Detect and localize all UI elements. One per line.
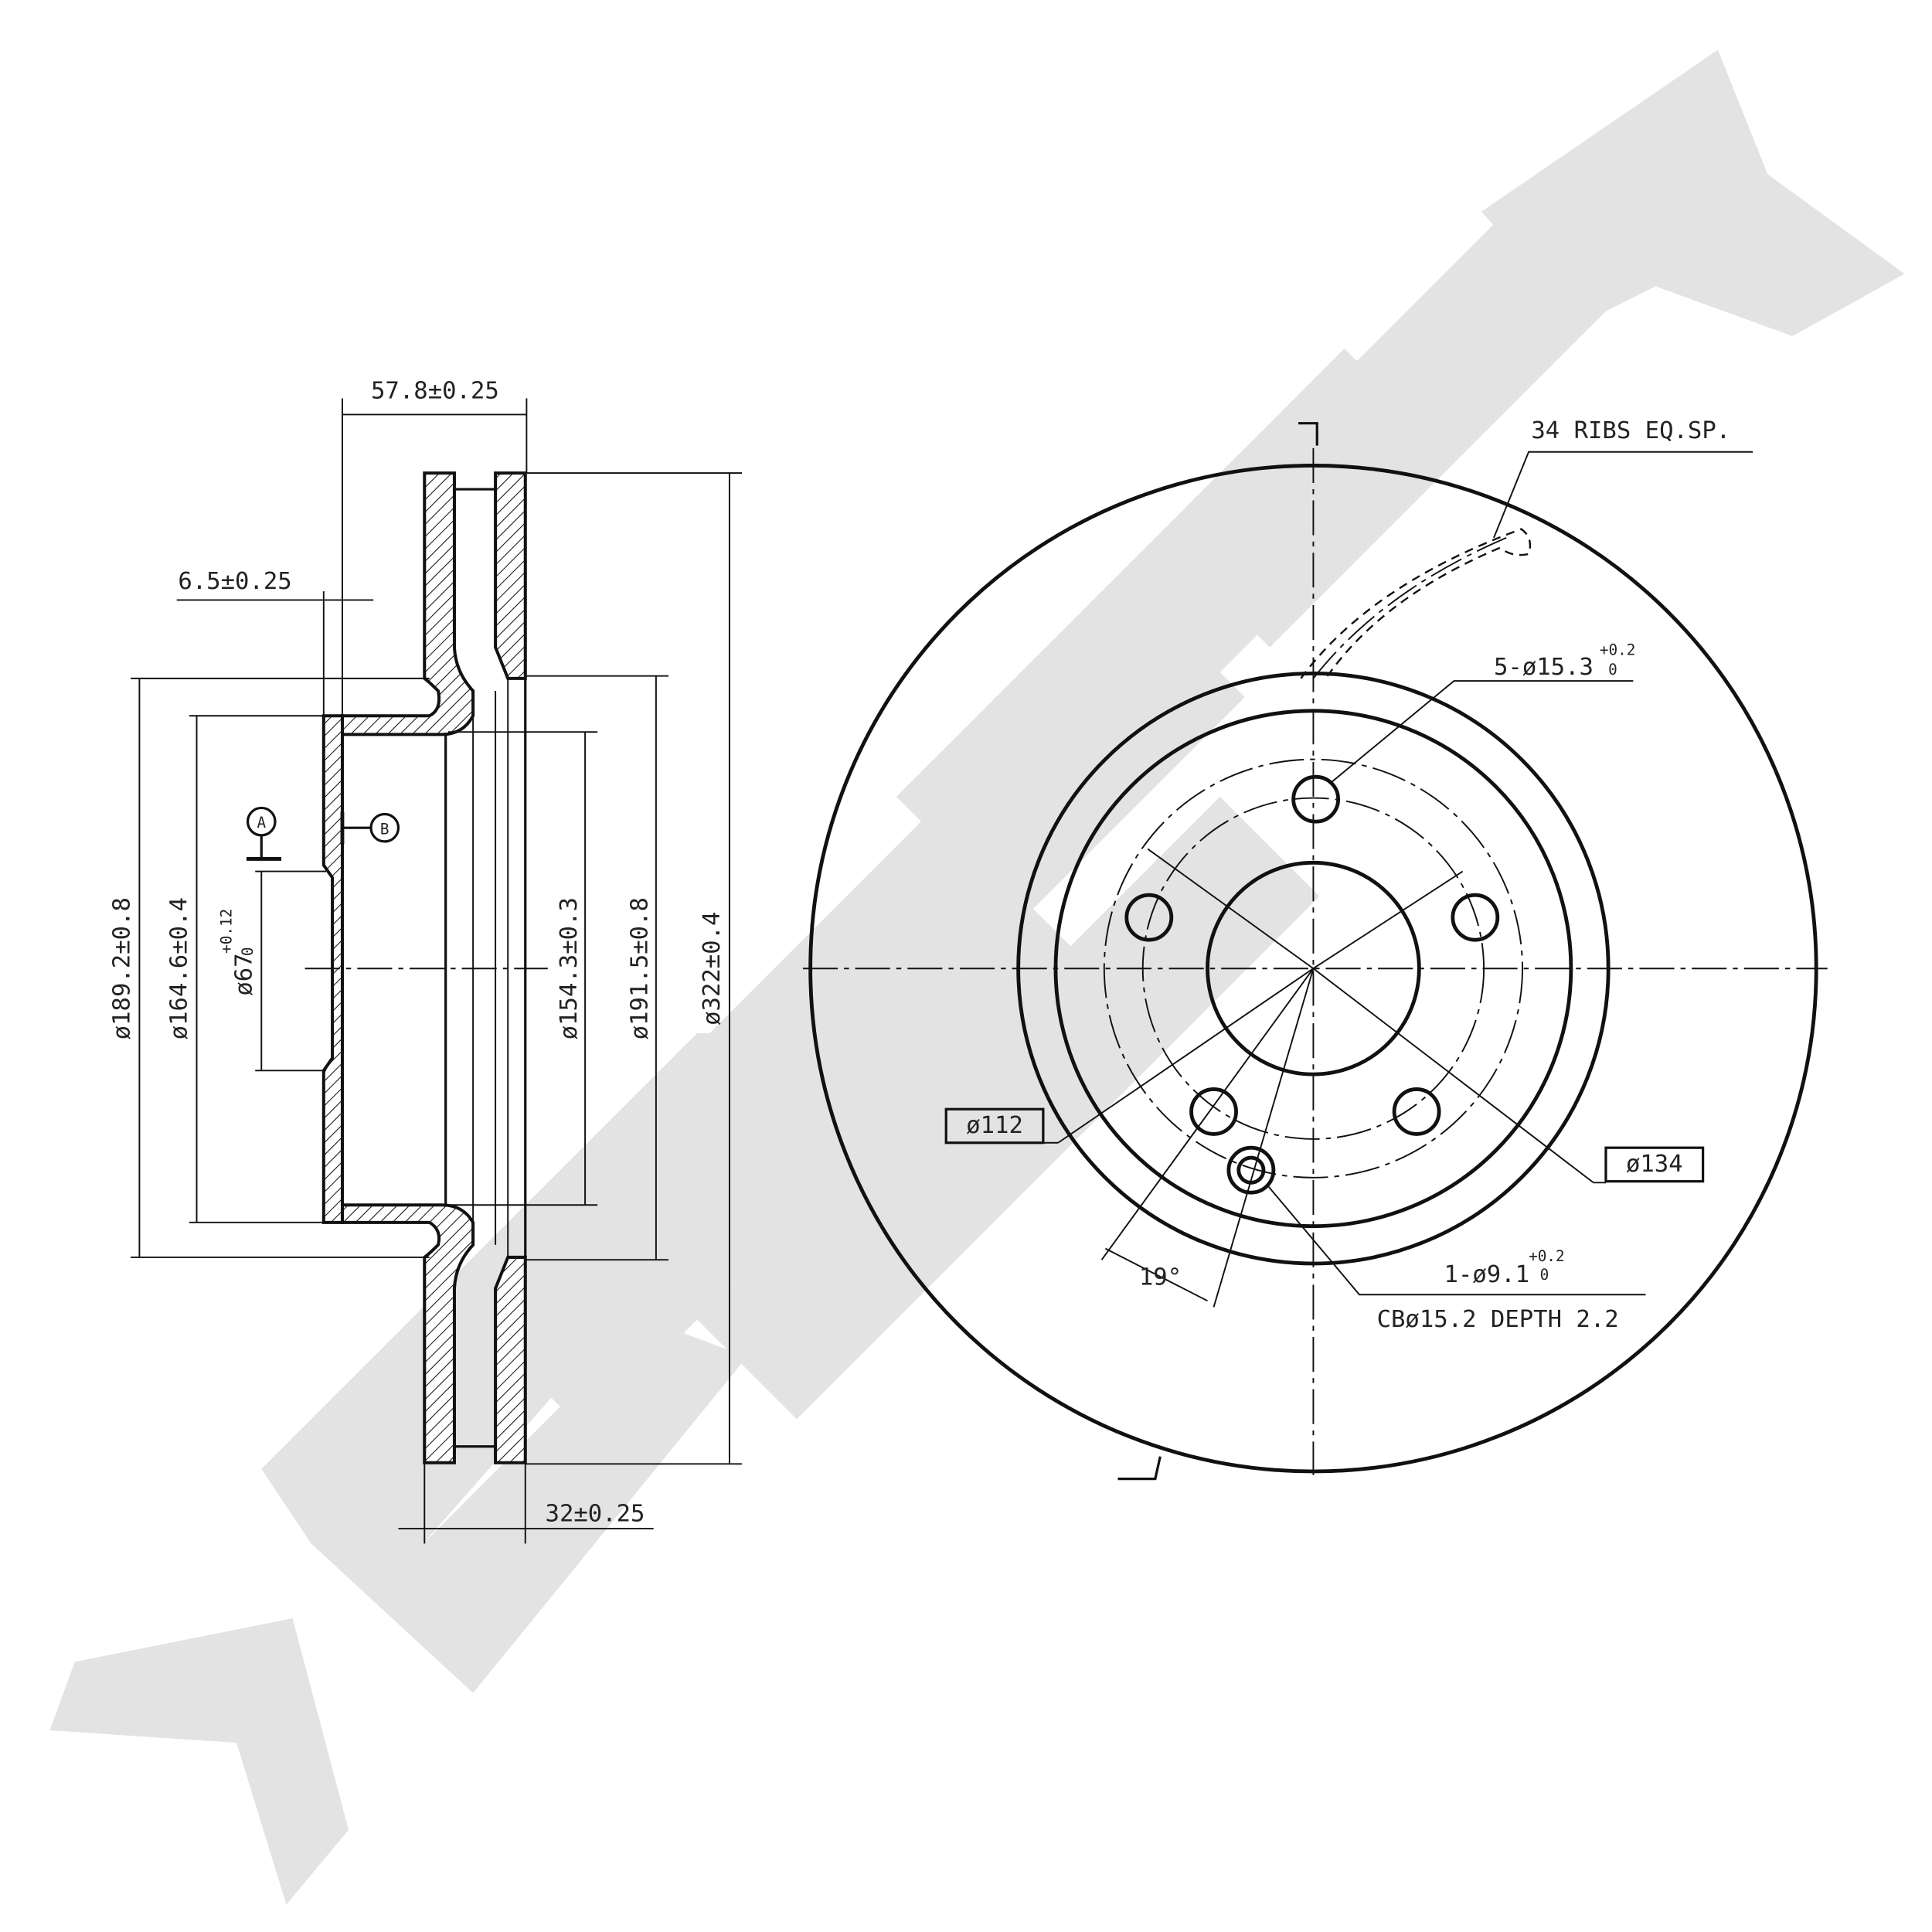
dim-d154: ø154.3±0.3 (556, 897, 583, 1039)
bolt-tol-lower: 0 (1608, 661, 1617, 679)
bolt-holes-label: 5-ø15.3 (1494, 654, 1594, 681)
dim-d164: ø164.6±0.4 (166, 897, 193, 1039)
dim-d67-tol-lower: 0 (239, 947, 257, 956)
dim-overall-height: 57.8±0.25 (371, 377, 499, 404)
datum-a-label: A (257, 814, 266, 832)
bolt-tol-upper: +0.2 (1600, 641, 1636, 658)
pin-tol-upper: +0.2 (1529, 1247, 1565, 1265)
pcd-134-label: ø134 (1626, 1151, 1683, 1178)
dim-d322: ø322±0.4 (699, 912, 726, 1026)
dim-d67-tol-upper: +0.12 (218, 909, 236, 954)
counterbore-label: CBø15.2 DEPTH 2.2 (1377, 1306, 1619, 1333)
datum-b-label: B (380, 820, 389, 838)
section-view: 57.8±0.25 6.5±0.25 32±0.25 ø189.2±0.8 ø1… (109, 377, 743, 1544)
front-view: 34 RIBS EQ.SP. 5-ø15.3 +0.2 0 ø112 ø134 … (802, 417, 1828, 1481)
dim-d191: ø191.5±0.8 (627, 897, 654, 1039)
pin-tol-lower: 0 (1540, 1266, 1549, 1284)
pin-hole-label: 1-ø9.1 (1444, 1261, 1530, 1288)
bolt-holes (1124, 774, 1500, 1136)
pin-hole-counterbore (1226, 1145, 1276, 1195)
pcd-112-label: ø112 (966, 1112, 1023, 1139)
dim-hat-offset: 6.5±0.25 (178, 568, 291, 595)
dim-d189: ø189.2±0.8 (109, 897, 136, 1039)
angle-label: 19° (1139, 1264, 1182, 1291)
pcd-134-circle (1103, 758, 1524, 1179)
dim-thickness: 32±0.25 (546, 1500, 645, 1527)
dim-d67: ø67 (230, 953, 257, 995)
ribs-note: 34 RIBS EQ.SP. (1531, 417, 1730, 444)
watermark-logo (49, 49, 1905, 1905)
